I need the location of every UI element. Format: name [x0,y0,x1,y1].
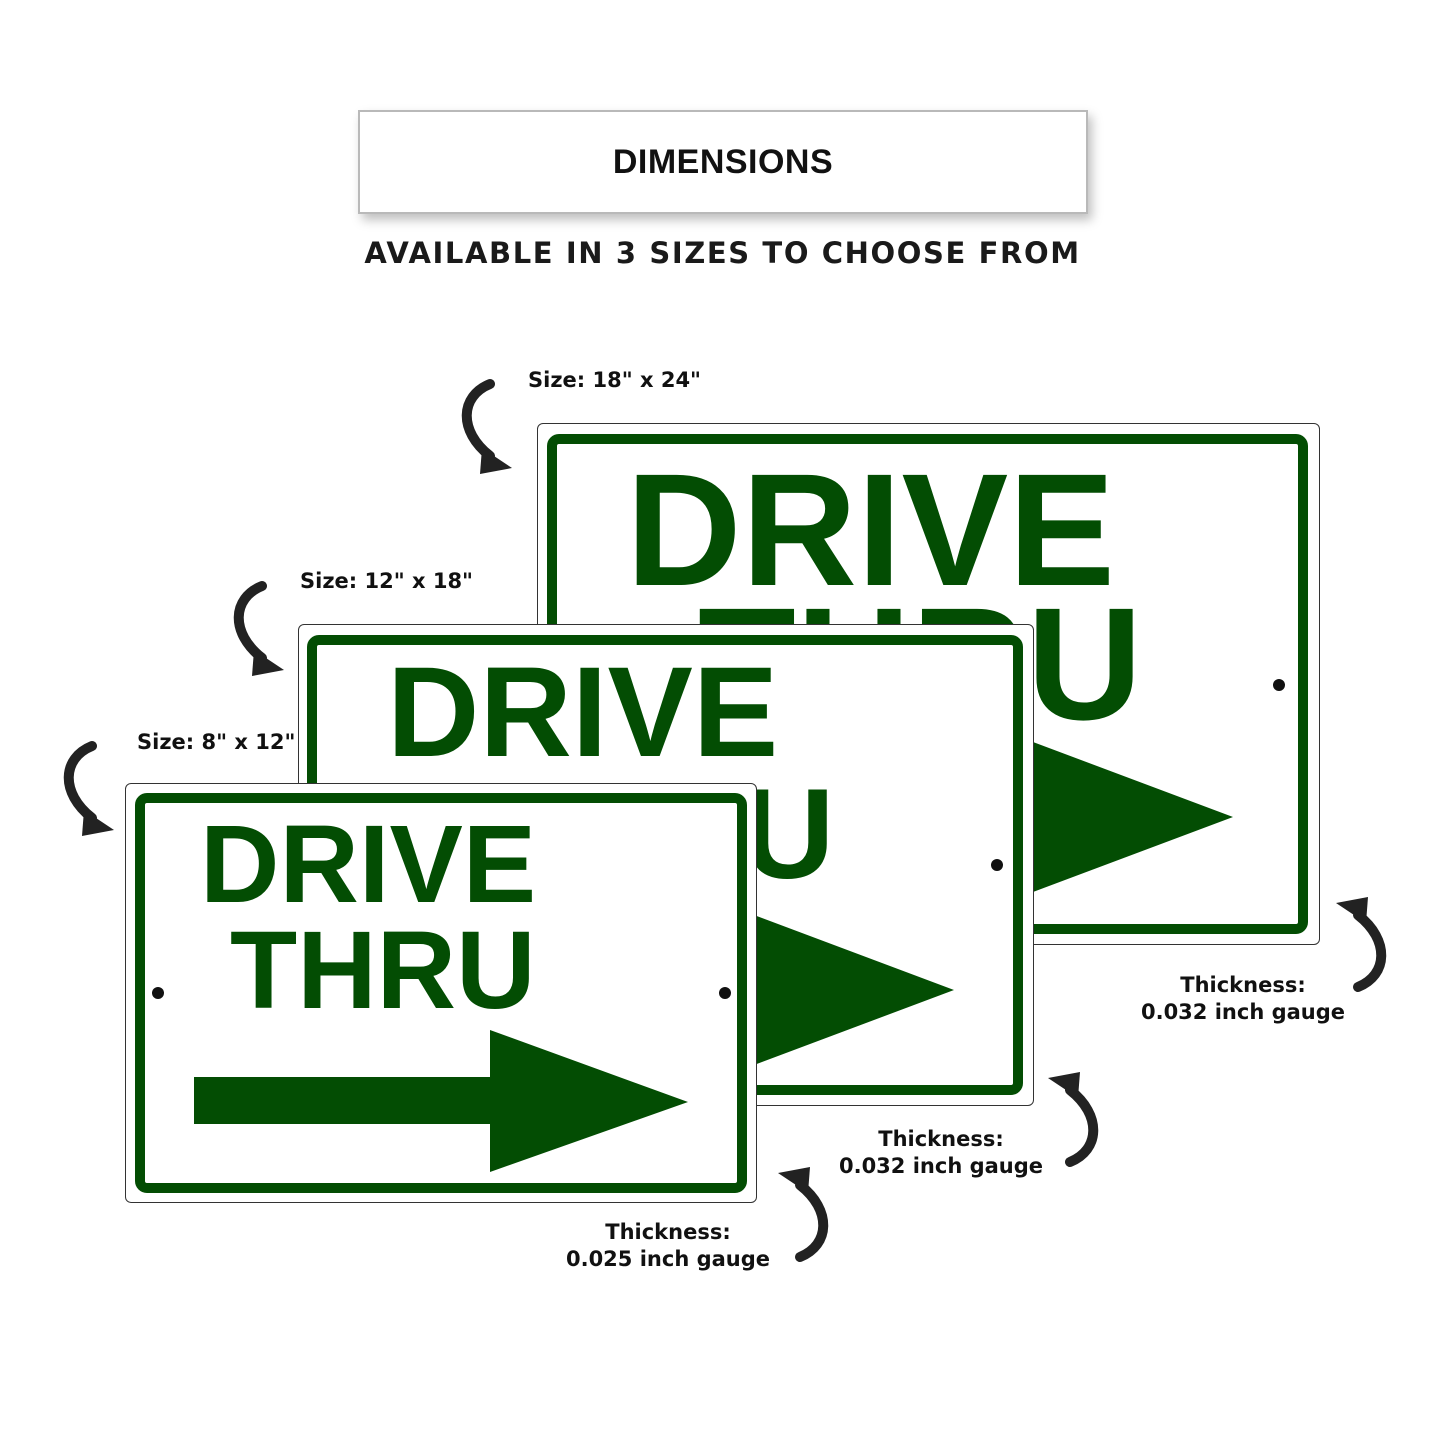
sign-border [135,793,747,1193]
mounting-hole-icon [991,859,1003,871]
dimensions-header: DIMENSIONS [358,110,1088,214]
sign-small: DRIVE THRU [125,783,757,1203]
curved-arrow-icon [461,379,512,474]
sign-line-drive: DRIVE [387,641,779,784]
thickness-value: 0.032 inch gauge [838,1154,1044,1178]
thickness-label: Thickness: [878,1127,1004,1151]
thickness-caption-large: Thickness: 0.032 inch gauge [1140,972,1346,1026]
curved-arrow-icon [1048,1072,1099,1167]
curved-arrow-icon [233,581,284,676]
mounting-hole-icon [719,987,731,999]
thickness-value: 0.025 inch gauge [565,1247,771,1271]
thickness-label: Thickness: [605,1220,731,1244]
sign-line-drive: DRIVE [626,440,1115,619]
right-arrow-icon [194,1030,688,1172]
sizes-subtitle: AVAILABLE IN 3 SIZES TO CHOOSE FROM [364,236,1081,270]
thickness-caption-medium: Thickness: 0.032 inch gauge [838,1126,1044,1180]
curved-arrow-icon [63,741,114,836]
right-arrow-icon [754,915,954,1065]
curved-arrow-icon [778,1167,829,1262]
sign-line-drive: DRIVE [200,803,537,926]
size-label-medium: Size: 12" x 18" [300,569,473,593]
thickness-label: Thickness: [1180,973,1306,997]
thickness-value: 0.032 inch gauge [1140,1000,1346,1024]
mounting-hole-icon [1273,679,1285,691]
header-title: DIMENSIONS [612,142,834,181]
size-label-small: Size: 8" x 12" [137,730,296,754]
size-label-large: Size: 18" x 24" [528,368,701,392]
mounting-hole-icon [152,987,164,999]
right-arrow-icon [1033,742,1233,892]
sign-line-thru: THRU [230,909,536,1032]
curved-arrow-icon [1336,897,1387,992]
thickness-caption-small: Thickness: 0.025 inch gauge [565,1219,771,1273]
